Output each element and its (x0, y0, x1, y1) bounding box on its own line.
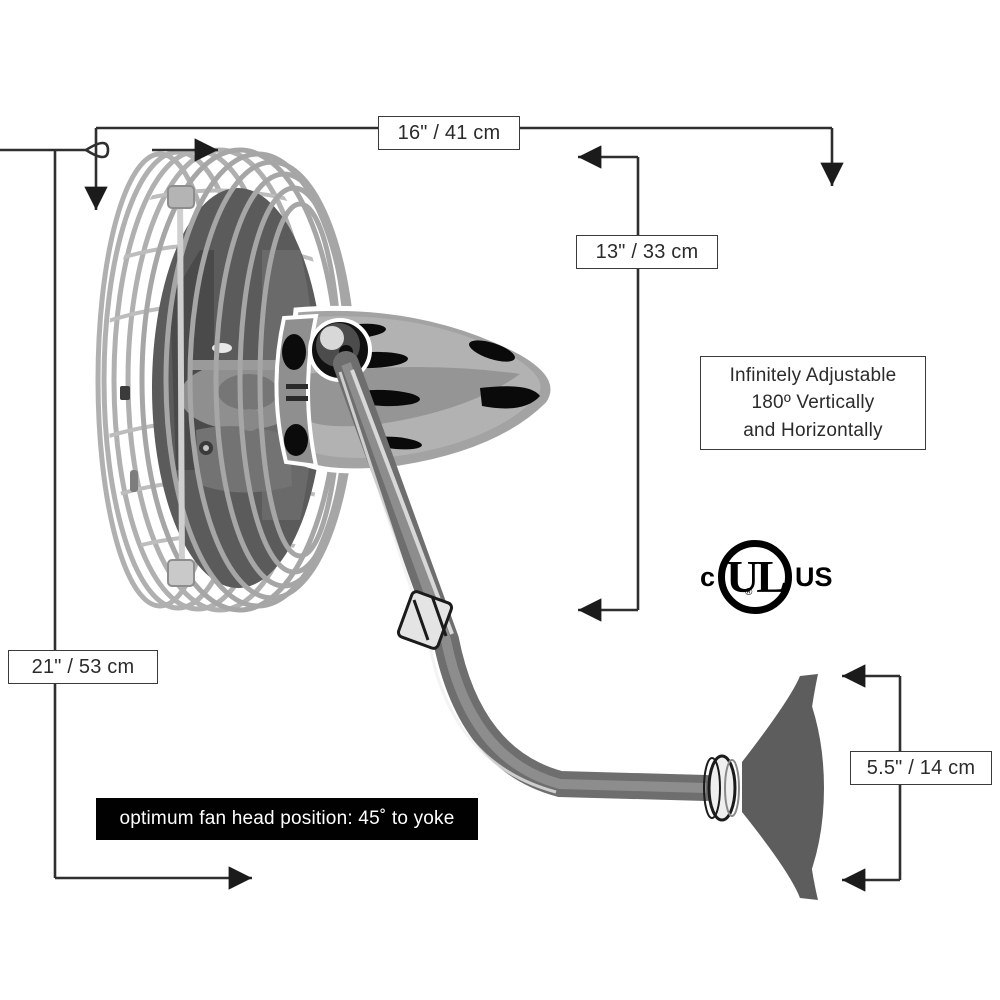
ul-letters: UL (726, 551, 787, 602)
dimension-label-drop: 21" / 53 cm (8, 650, 158, 684)
adjustability-note: Infinitely Adjustable 180º Vertically an… (700, 356, 926, 450)
motor-housing (274, 305, 556, 474)
adjustability-note-line-2: 180º Vertically (751, 392, 875, 414)
dimension-label-mount: 5.5" / 14 cm (850, 751, 992, 785)
dimension-label-depth: 16" / 41 cm (378, 116, 520, 150)
ul-prefix-c: c (700, 561, 716, 592)
adjustability-note-line-3: and Horizontally (743, 419, 883, 441)
optimum-position-banner: optimum fan head position: 45˚ to yoke (96, 798, 478, 840)
dim-line-hop (85, 141, 110, 159)
mount-collar (703, 754, 740, 822)
adjustability-note-line-1: Infinitely Adjustable (729, 364, 897, 386)
cage-spine-wire (120, 185, 195, 587)
yoke-arm (333, 351, 719, 801)
dimension-label-height: 13" / 33 cm (576, 235, 718, 269)
ul-logo-icon: UL ® (718, 540, 793, 614)
arm-adjustment-collar (396, 590, 454, 650)
ul-certification-mark: c UL ® US (700, 540, 833, 614)
ul-suffix-us: US (795, 561, 833, 592)
registered-trademark-icon: ® (745, 587, 753, 598)
wall-mount-bracket (703, 674, 824, 900)
